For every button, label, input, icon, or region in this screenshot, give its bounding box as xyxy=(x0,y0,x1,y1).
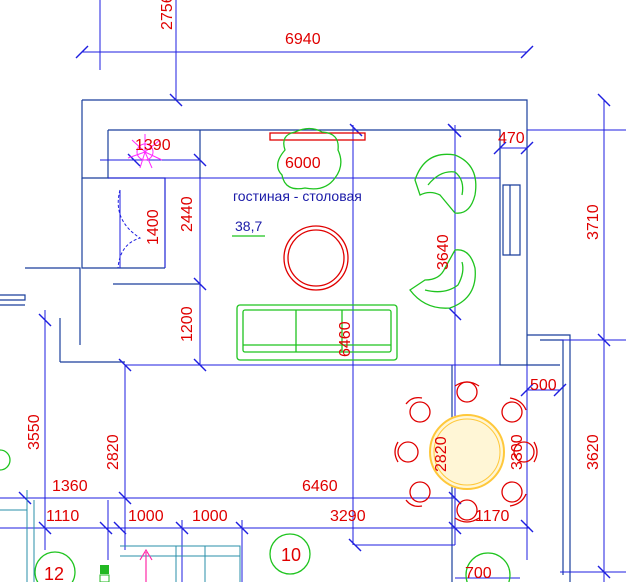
dim-1390: 1390 xyxy=(135,137,171,154)
dim-1360: 1360 xyxy=(52,478,88,495)
coffee-table-icon xyxy=(283,225,349,291)
dim-3300: 3300 xyxy=(509,434,526,470)
dining-chair-icon xyxy=(405,396,431,423)
armchair-icon xyxy=(409,249,476,309)
dim-6460-horizontal: 6460 xyxy=(302,478,338,495)
dim-3620: 3620 xyxy=(585,434,602,470)
dining-table-icon xyxy=(429,414,505,490)
dim-1000-a: 1000 xyxy=(128,508,164,525)
room-number-2: 12 xyxy=(44,564,64,582)
dim-6460-vertical: 6460 xyxy=(337,321,354,357)
dim-1110: 1110 xyxy=(46,508,79,525)
dim-6940: 6940 xyxy=(285,31,321,48)
dim-2820-left: 2820 xyxy=(105,434,122,470)
dim-3550: 3550 xyxy=(26,414,43,450)
dim-3290: 3290 xyxy=(330,508,366,525)
dining-chair-icon xyxy=(405,481,431,508)
dim-470: 470 xyxy=(498,130,525,147)
dining-chairs xyxy=(394,381,538,523)
room-number: 10 xyxy=(281,545,301,565)
dim-3640: 3640 xyxy=(435,234,452,270)
dim-6000: 6000 xyxy=(285,155,321,172)
dim-1000-b: 1000 xyxy=(192,508,228,525)
tv-stand-icon xyxy=(269,132,366,141)
dining-chair-icon xyxy=(454,499,480,523)
dimension-labels: 2756 6940 1390 6000 470 2440 1400 3710 3… xyxy=(26,0,602,582)
armchair-icon xyxy=(414,153,477,214)
sofa-icon xyxy=(236,304,398,361)
dim-2756: 2756 xyxy=(159,0,176,30)
dining-chair-icon xyxy=(501,397,527,423)
furniture xyxy=(0,132,538,582)
marker-square-icon xyxy=(100,565,109,574)
dim-1200: 1200 xyxy=(179,306,196,342)
door-swing xyxy=(117,189,142,269)
stairs-outline xyxy=(0,490,241,582)
dim-1170: 1170 xyxy=(475,508,510,525)
dim-500: 500 xyxy=(530,377,557,394)
room-name: гостиная - столовая xyxy=(233,188,362,204)
marker-circle-small xyxy=(0,449,11,471)
dining-chair-icon xyxy=(513,441,538,463)
room-area: 38,7 xyxy=(235,218,262,234)
room-marker-circle xyxy=(269,533,311,575)
room-marker-circle-2 xyxy=(34,551,76,582)
dim-1400: 1400 xyxy=(145,209,162,245)
dining-chair-icon xyxy=(454,381,480,403)
dining-chair-icon xyxy=(501,481,527,507)
plant-icon xyxy=(127,134,163,169)
dim-3710: 3710 xyxy=(585,204,602,240)
dim-2440: 2440 xyxy=(179,196,196,232)
dim-2820-right: 2820 xyxy=(433,436,450,472)
dining-chair-icon xyxy=(394,441,419,463)
stair-arrow-icon xyxy=(139,548,153,582)
dim-700: 700 xyxy=(465,565,492,582)
revision-cloud xyxy=(277,127,342,190)
